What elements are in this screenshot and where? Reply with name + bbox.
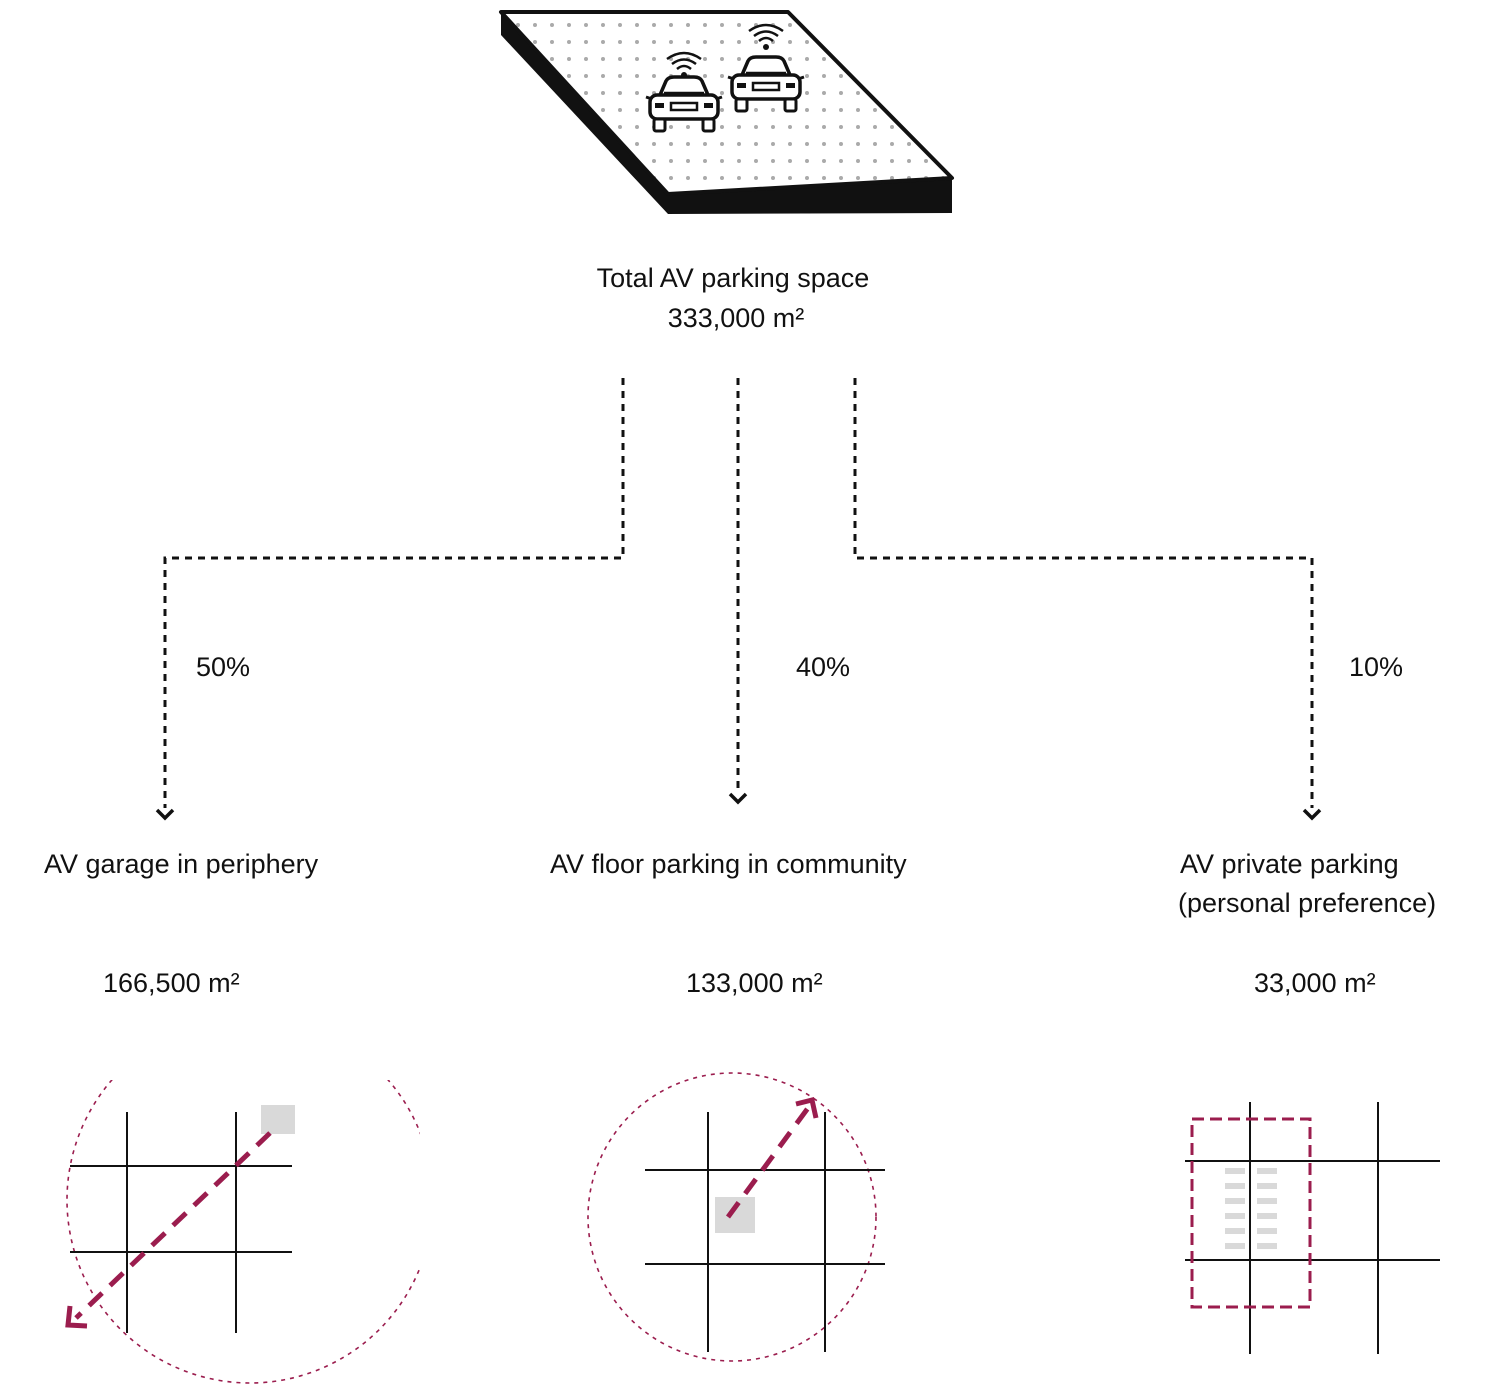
total-title: Total AV parking space xyxy=(596,263,870,293)
arrowhead-left xyxy=(155,808,175,821)
total-area: 333,000 m² xyxy=(667,303,805,333)
connector-right xyxy=(853,378,1314,808)
percent-floor: 40% xyxy=(796,652,851,682)
percent-private: 10% xyxy=(1349,652,1404,682)
parking-stalls xyxy=(1225,1168,1277,1249)
car-icon xyxy=(727,55,805,113)
percent-garage: 50% xyxy=(196,652,251,682)
private-zone-outline xyxy=(1190,1117,1312,1309)
label-garage: AV garage in periphery xyxy=(44,849,319,879)
label-private: AV private parking xyxy=(1180,849,1399,879)
label-private-line2: (personal preference) xyxy=(1178,888,1437,918)
parking-slab-icon xyxy=(499,10,954,214)
grid-map-icon xyxy=(65,1080,420,1384)
area-floor: 133,000 m² xyxy=(686,968,823,998)
label-floor: AV floor parking in community xyxy=(550,849,907,879)
grid-map-icon xyxy=(587,1072,885,1362)
wifi-icon xyxy=(666,51,702,78)
arrowhead-right xyxy=(1302,808,1322,821)
community-square xyxy=(715,1197,755,1233)
garage-square xyxy=(261,1105,295,1134)
area-garage: 166,500 m² xyxy=(103,968,240,998)
area-private: 33,000 m² xyxy=(1254,968,1376,998)
wifi-icon xyxy=(748,23,784,50)
arrowhead-middle xyxy=(728,792,748,805)
car-icon xyxy=(645,75,723,133)
grid-map-icon xyxy=(1185,1102,1440,1354)
connector-left xyxy=(163,378,625,808)
